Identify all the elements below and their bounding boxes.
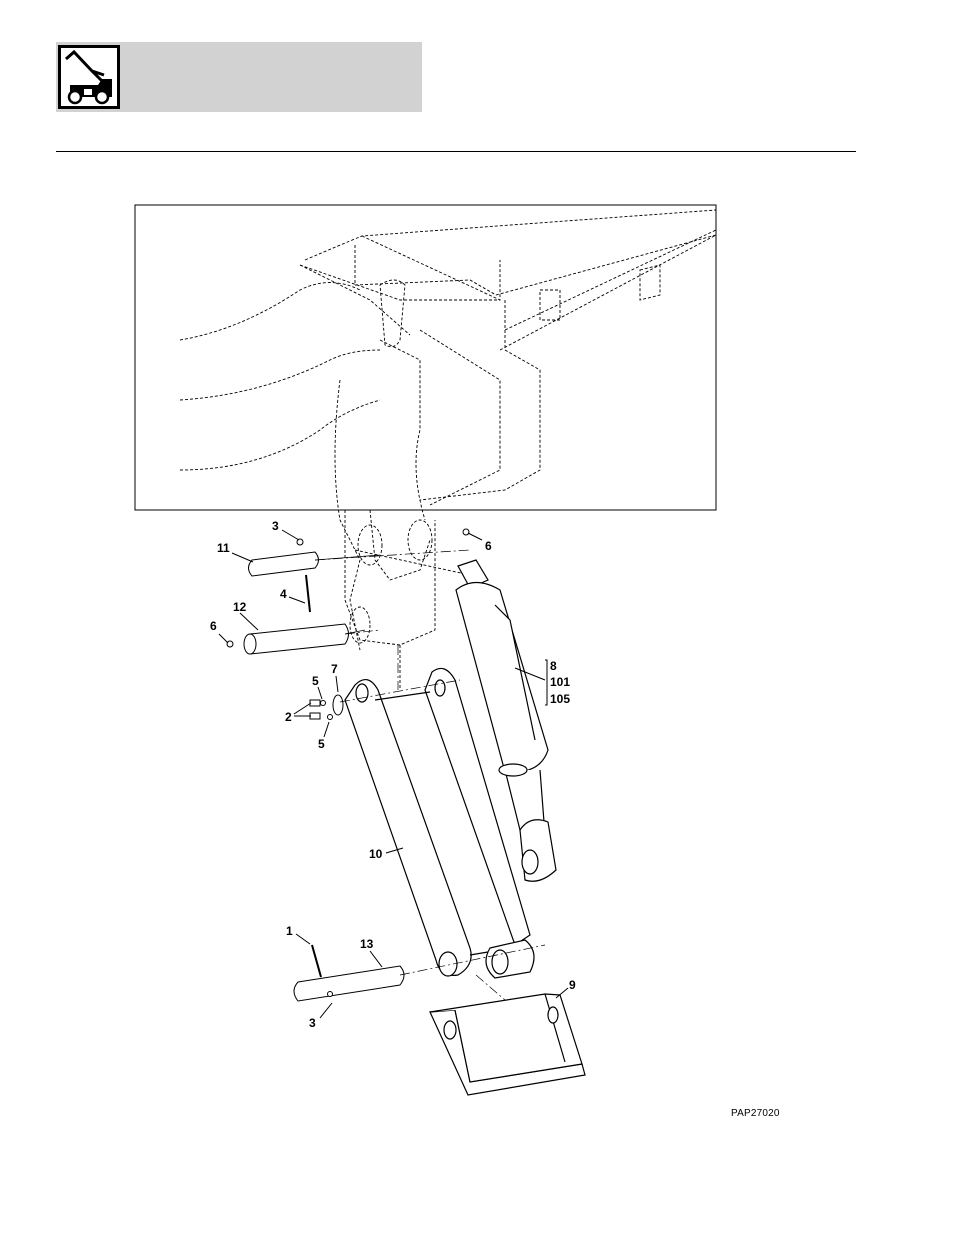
hydraulic-cylinder-8	[456, 560, 556, 881]
callout-13: 13	[360, 937, 374, 951]
nut-6-left	[227, 641, 233, 647]
callout-12: 12	[233, 600, 247, 614]
pin-12	[244, 624, 365, 654]
boom-bracket-ghost	[345, 510, 470, 690]
callout-3-bottom: 3	[309, 1016, 316, 1030]
pin-11	[249, 552, 381, 576]
figure-code: PAP27020	[731, 1108, 780, 1119]
callout-1: 1	[286, 924, 293, 938]
nut-6-right	[463, 529, 469, 535]
callout-101: 101	[550, 675, 570, 689]
callout-9: 9	[569, 978, 576, 992]
guard-plate-9	[430, 994, 585, 1095]
fasteners-2-5-7	[310, 695, 343, 720]
callout-2: 2	[285, 710, 292, 724]
callout-11: 11	[217, 541, 230, 555]
callout-5-top: 5	[312, 674, 319, 688]
pin-13	[294, 945, 404, 1001]
callout-5-bottom: 5	[318, 737, 325, 751]
inset-frame	[135, 205, 716, 510]
bolt-4	[306, 575, 310, 612]
callout-6-left: 6	[210, 619, 217, 633]
callout-6-right: 6	[485, 539, 492, 553]
callout-8: 8	[550, 659, 557, 673]
callout-7: 7	[331, 662, 338, 676]
callout-10: 10	[369, 847, 383, 861]
callout-105: 105	[550, 692, 570, 706]
callout-4: 4	[280, 587, 287, 601]
callout-3-top: 3	[272, 519, 279, 533]
loader-frame-ghost	[180, 210, 716, 650]
